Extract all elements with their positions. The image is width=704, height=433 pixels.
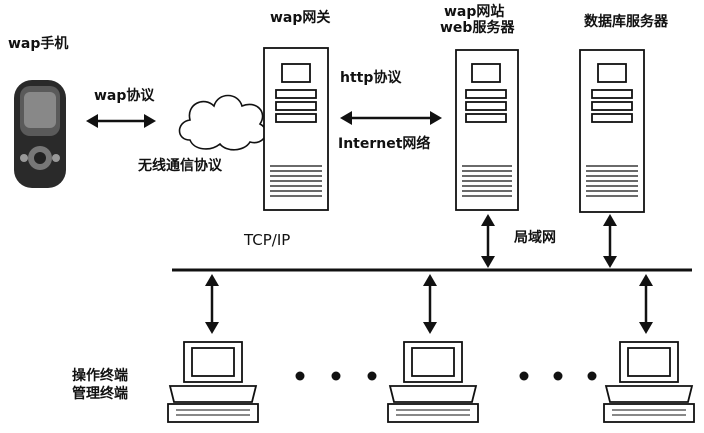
web-server-lan-arrow [481,214,495,268]
terminal-3-lan-arrow [639,274,653,334]
gateway-label: wap网关 [270,10,331,26]
tcpip-label: TCP/IP [244,231,291,249]
wap-protocol-arrow [86,114,156,128]
db-server-lan-arrow [603,214,617,268]
web-server-label-line2: web服务器 [440,20,515,36]
lan-label: 局域网 [514,230,556,246]
wireless-protocol-label: 无线通信协议 [138,158,222,174]
terminal-computer-1-icon [167,341,259,423]
mobile-phone-icon [14,80,66,188]
ellipsis-dots-1 [295,371,377,381]
terminal-computer-2-icon [387,341,479,423]
web-server-icon [455,49,519,211]
http-internet-arrow [340,111,442,125]
internet-label: Internet网络 [338,136,431,152]
terminals-label-line1: 操作终端 [72,368,128,384]
terminals-label-line2: 管理终端 [72,386,128,402]
db-server-label: 数据库服务器 [584,14,668,30]
gateway-server-icon [263,47,329,211]
wap-protocol-label: wap协议 [94,88,155,104]
terminal-1-lan-arrow [205,274,219,334]
phone-label: wap手机 [8,36,69,52]
terminal-2-lan-arrow [423,274,437,334]
http-protocol-label: http协议 [340,70,402,86]
web-server-label-line1: wap网站 [444,4,505,20]
database-server-icon [579,49,645,213]
terminal-computer-3-icon [603,341,695,423]
wireless-cloud-icon [178,94,267,151]
ellipsis-dots-2 [519,371,597,381]
